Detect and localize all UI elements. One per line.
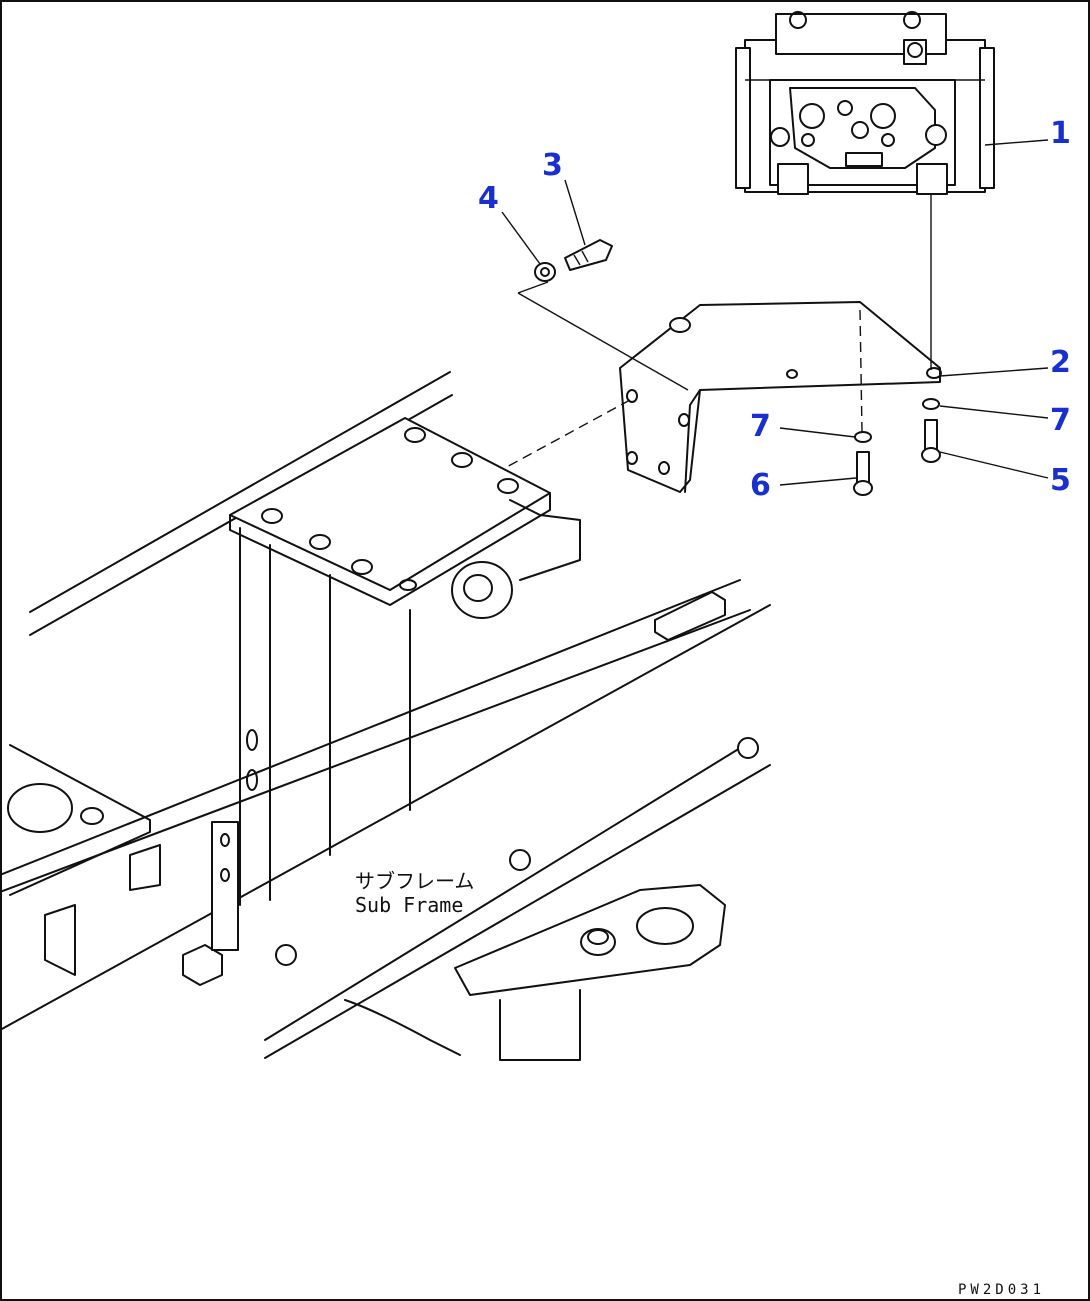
- callout-5: 5: [1050, 463, 1071, 498]
- callout-1: 1: [1050, 116, 1071, 151]
- callout-7-right: 7: [1050, 403, 1071, 438]
- valve-assembly: [735, 11, 995, 195]
- bolt-6: [853, 451, 873, 496]
- callout-leaders: [501, 139, 1049, 486]
- callout-2: 2: [1050, 345, 1071, 380]
- mounting-bracket: [619, 301, 942, 493]
- sub-frame-label-jp: サブフレーム: [355, 869, 474, 893]
- callout-3: 3: [542, 148, 563, 183]
- callout-4: 4: [478, 181, 499, 216]
- callout-6: 6: [750, 468, 771, 503]
- bolt-3: [564, 239, 613, 271]
- drawing-code: PW2D031: [958, 1282, 1045, 1298]
- bolt-5: [921, 419, 941, 463]
- washer-7-left: [854, 431, 872, 443]
- washer-7-right: [922, 398, 940, 410]
- washer-4: [534, 262, 556, 282]
- callout-7-left: 7: [750, 409, 771, 444]
- assembly-lines: [399, 194, 932, 526]
- sub-frame: [0, 371, 771, 1061]
- sub-frame-label-en: Sub Frame: [355, 893, 463, 917]
